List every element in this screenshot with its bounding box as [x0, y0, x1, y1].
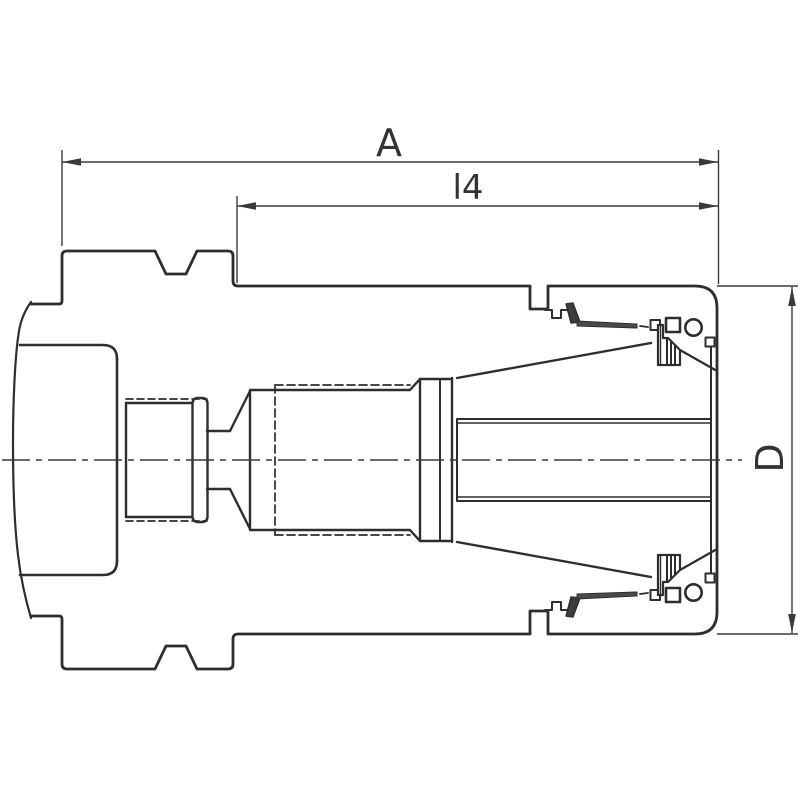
arrow-left-icon	[237, 202, 256, 210]
dimension-d	[717, 285, 798, 635]
break-line	[11, 300, 33, 620]
dimension-l4	[236, 196, 718, 283]
arrow-right-icon	[699, 158, 718, 166]
dimension-l4-label: l4	[452, 168, 483, 208]
arrow-up-icon	[788, 287, 796, 306]
dimension-d-label: D	[748, 443, 792, 472]
arrow-left-icon	[62, 158, 81, 166]
dimension-a-label: A	[376, 121, 402, 165]
arrow-down-icon	[788, 614, 796, 633]
arrow-right-icon	[699, 202, 718, 210]
collet-mechanism-top	[18, 301, 719, 433]
collet-mechanism-bottom	[18, 487, 719, 619]
dimension-a	[61, 150, 720, 284]
